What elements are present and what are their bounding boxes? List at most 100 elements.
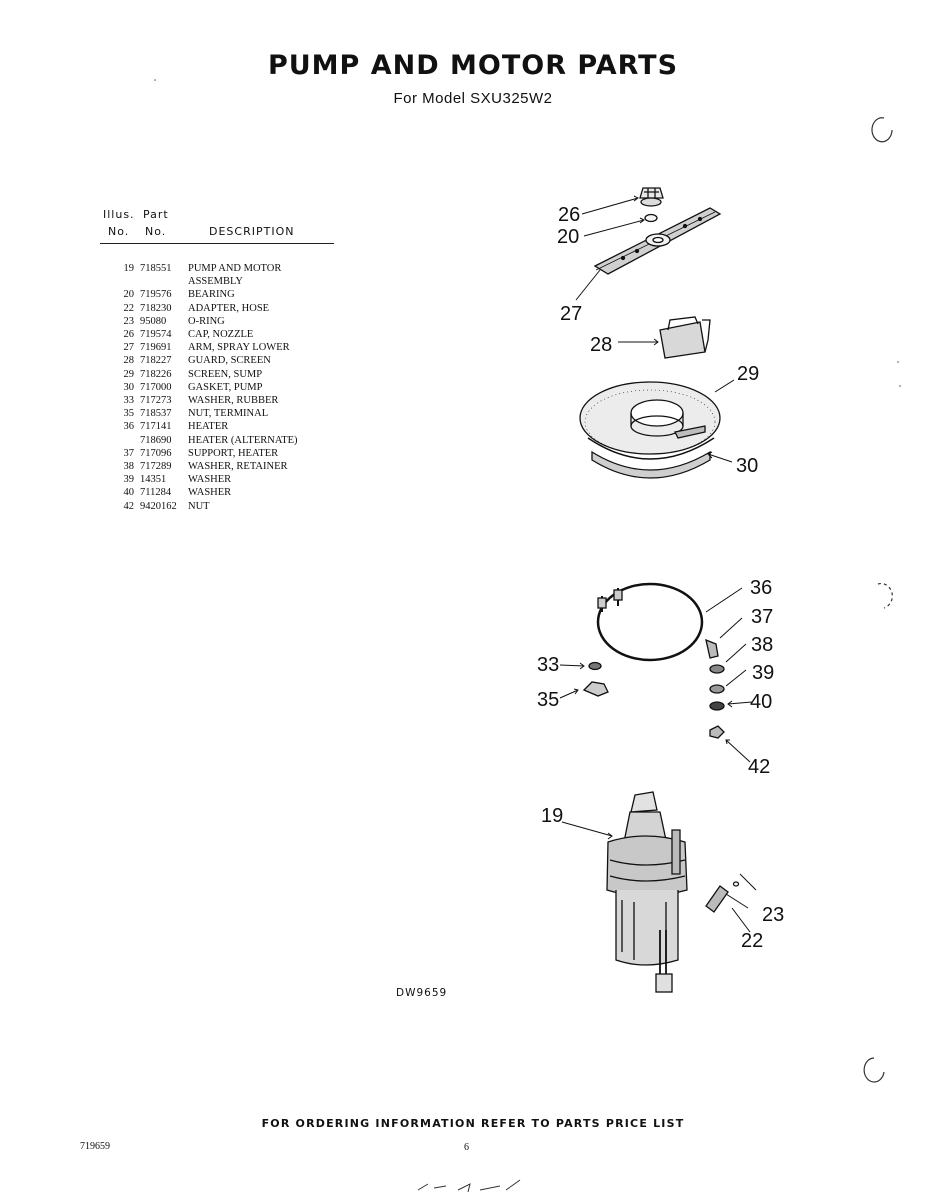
- callout-23: 23: [762, 904, 785, 926]
- col-description-label: DESCRIPTION: [209, 225, 295, 238]
- part-description: HEATER (ALTERNATE): [188, 434, 298, 446]
- part-number: 9420162: [140, 500, 177, 512]
- part-description: WASHER, RETAINER: [188, 461, 288, 473]
- callout-28: 28: [590, 334, 613, 356]
- drawing-code: DW9659: [396, 987, 448, 999]
- callout-19: 19: [541, 805, 564, 827]
- table-row: 30 717000 GASKET, PUMP: [96, 381, 298, 394]
- col-illus-no-label: No.: [108, 225, 130, 238]
- part-number: 14351: [140, 474, 167, 486]
- washer-39-part: [709, 684, 725, 694]
- illus-number: 26: [123, 329, 135, 341]
- part-number: 719691: [140, 342, 172, 354]
- part-number: 718230: [140, 302, 172, 314]
- part-description: PUMP AND MOTOR: [188, 263, 282, 274]
- part-number: 95080: [140, 315, 167, 327]
- callout-35: 35: [537, 689, 560, 711]
- hose-adapter-part: [705, 885, 729, 913]
- part-description: NUT, TERMINAL: [188, 408, 269, 420]
- heater-part: [596, 582, 704, 662]
- table-row: ASSEMBLY: [96, 275, 298, 288]
- part-number: 718537: [140, 408, 172, 420]
- part-description: ARM, SPRAY LOWER: [188, 342, 290, 354]
- part-description: WASHER, RUBBER: [188, 395, 279, 407]
- col-illus-label: Illus.: [103, 208, 135, 221]
- part-description: ADAPTER, HOSE: [188, 302, 270, 314]
- page-title: PUMP AND MOTOR PARTS: [267, 50, 679, 81]
- part-description: GUARD, SCREEN: [188, 355, 271, 367]
- part-description: ASSEMBLY: [188, 276, 243, 288]
- header-rule: [100, 243, 334, 244]
- page-subtitle: For Model SXU325W2: [393, 90, 553, 107]
- illus-number: 22: [123, 302, 135, 314]
- part-number: 718227: [140, 355, 172, 367]
- part-description: WASHER: [188, 487, 232, 499]
- binder-hole-bottom: [863, 1057, 885, 1083]
- part-number: 719574: [140, 329, 172, 341]
- sump-screen-part: [579, 381, 721, 455]
- pump-motor-assembly-part: [606, 791, 688, 993]
- callout-22: 22: [741, 930, 764, 952]
- illus-number: 30: [123, 381, 135, 393]
- table-row: 718690 HEATER (ALTERNATE): [96, 434, 298, 447]
- document-number: 719659: [80, 1141, 110, 1152]
- washer-40-part: [709, 701, 725, 711]
- part-number: 711284: [140, 487, 172, 499]
- illus-number: 37: [123, 447, 135, 459]
- callout-38: 38: [751, 634, 774, 656]
- callout-42: 42: [748, 756, 771, 778]
- callout-36: 36: [750, 577, 773, 599]
- table-row: 35 718537 NUT, TERMINAL: [96, 407, 298, 420]
- callout-26: 26: [558, 204, 581, 226]
- illus-number: 33: [123, 395, 135, 407]
- part-number: 718690: [140, 434, 172, 446]
- handwritten-mark: [417, 1179, 521, 1193]
- callout-33: 33: [537, 654, 560, 676]
- part-number: 717289: [140, 461, 172, 473]
- illus-number: 38: [123, 461, 135, 473]
- part-description: GASKET, PUMP: [188, 381, 263, 393]
- ordering-note: FOR ORDERING INFORMATION REFER TO PARTS …: [261, 1117, 685, 1130]
- callout-29: 29: [737, 363, 760, 385]
- callout-37: 37: [751, 606, 774, 628]
- illus-number: 39: [123, 474, 135, 486]
- pump-gasket-part: [587, 437, 715, 479]
- illus-number: 29: [123, 368, 135, 380]
- callout-27: 27: [560, 303, 583, 325]
- bearing-part: [644, 213, 658, 223]
- illus-number: 35: [123, 408, 135, 420]
- part-description: NUT: [188, 500, 210, 512]
- table-row: 37 717096 SUPPORT, HEATER: [96, 447, 298, 460]
- terminal-nut-part: [582, 681, 609, 697]
- nut-42-part: [709, 725, 725, 739]
- callout-20: 20: [557, 226, 580, 248]
- table-row: 38 717289 WASHER, RETAINER: [96, 460, 298, 473]
- illus-number: 23: [123, 315, 135, 327]
- illus-number: 36: [123, 421, 135, 433]
- part-number: 719576: [140, 289, 172, 301]
- callout-30: 30: [736, 455, 759, 477]
- part-number: 717096: [140, 447, 172, 459]
- part-number: 717000: [140, 381, 172, 393]
- part-description: SUPPORT, HEATER: [188, 447, 279, 459]
- heater-support-part: [705, 638, 719, 659]
- callout-39: 39: [752, 662, 775, 684]
- page-number: 6: [464, 1142, 469, 1153]
- part-number: 718226: [140, 368, 172, 380]
- spray-arm-part: [593, 207, 722, 275]
- retainer-washer-part: [709, 664, 725, 674]
- part-description: SCREEN, SUMP: [188, 368, 263, 380]
- binder-hole-middle: [877, 582, 893, 609]
